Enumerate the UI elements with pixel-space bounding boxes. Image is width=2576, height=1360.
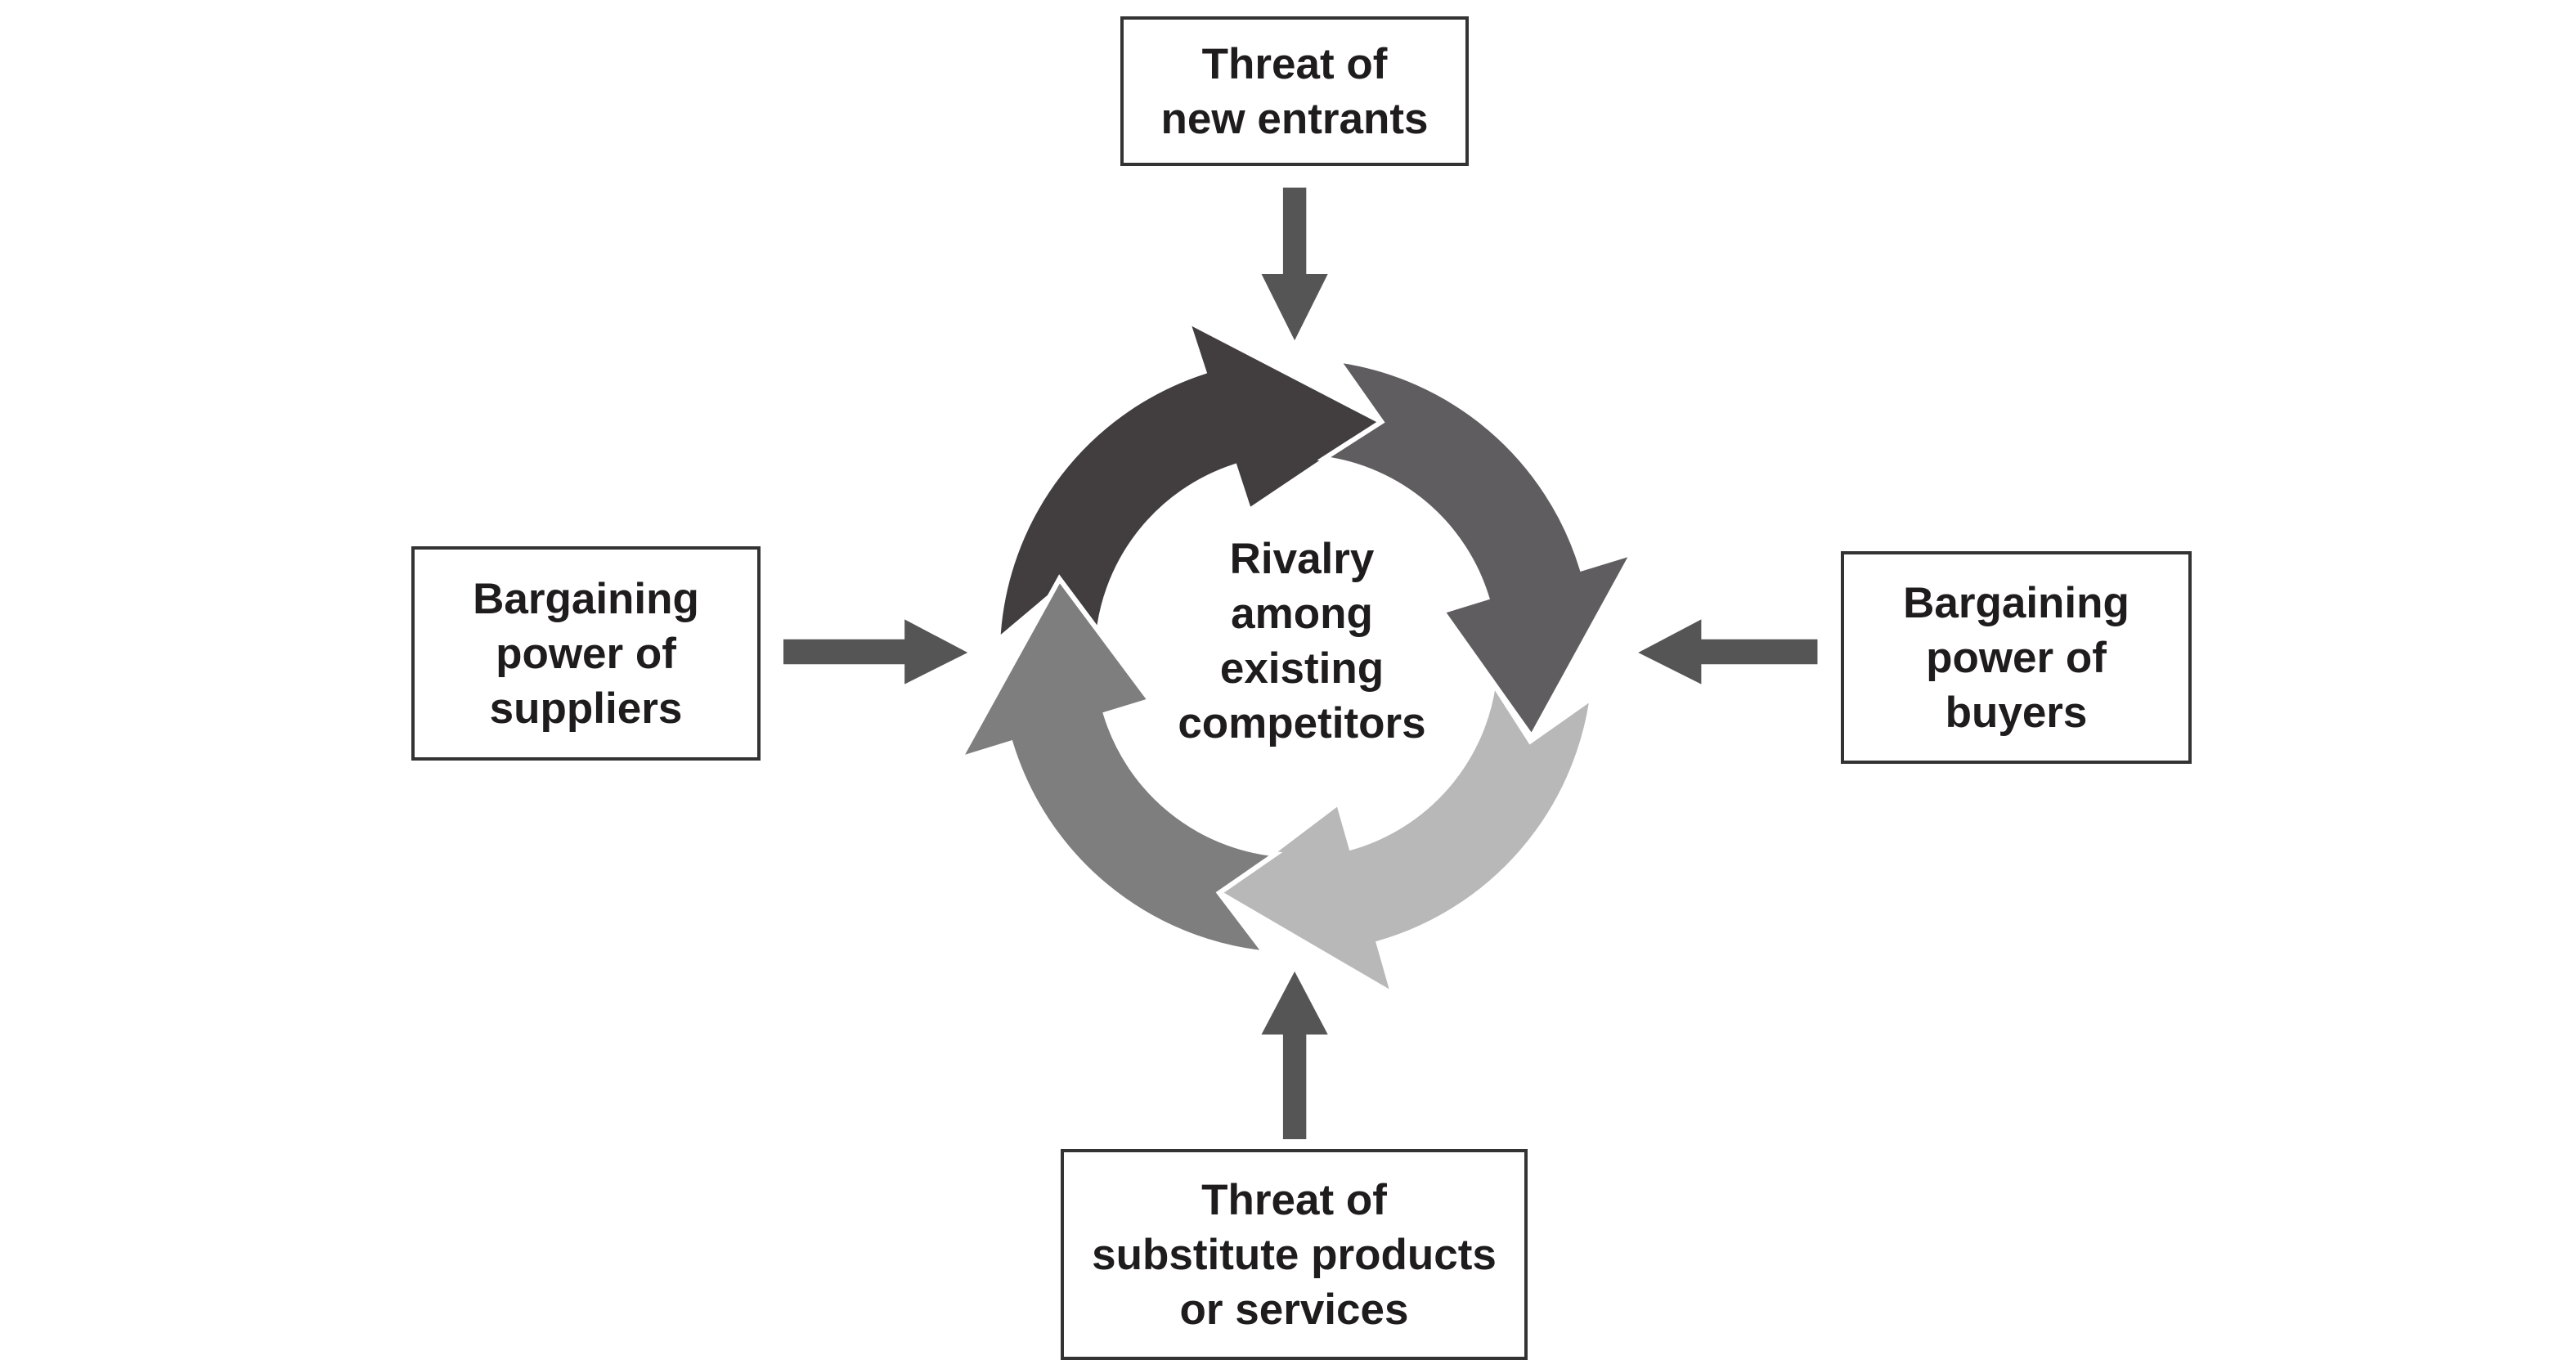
cycle-arrow-light — [1214, 676, 1595, 1000]
rivalry-label: Rivalry among existing competitors — [1178, 535, 1426, 747]
force-arrows — [783, 187, 1818, 1139]
arrow-from-left — [783, 619, 968, 684]
arrow-from-bottom — [1261, 971, 1328, 1139]
box-threat-of-substitutes: Threat of substitute products or service… — [1061, 1149, 1528, 1360]
box-bargaining-power-of-buyers: Bargaining power of buyers — [1841, 551, 2192, 764]
arrow-from-top — [1261, 187, 1328, 341]
cycle-arrow-dark — [994, 316, 1387, 653]
box-bargaining-power-of-suppliers: Bargaining power of suppliers — [411, 546, 761, 761]
rivalry-cycle — [954, 316, 1638, 1000]
arrow-from-right — [1638, 619, 1818, 684]
cycle-arrow-mid — [954, 574, 1283, 957]
cycle-arrow-mid-dark — [1317, 357, 1638, 742]
box-threat-of-new-entrants: Threat of new entrants — [1120, 16, 1469, 166]
